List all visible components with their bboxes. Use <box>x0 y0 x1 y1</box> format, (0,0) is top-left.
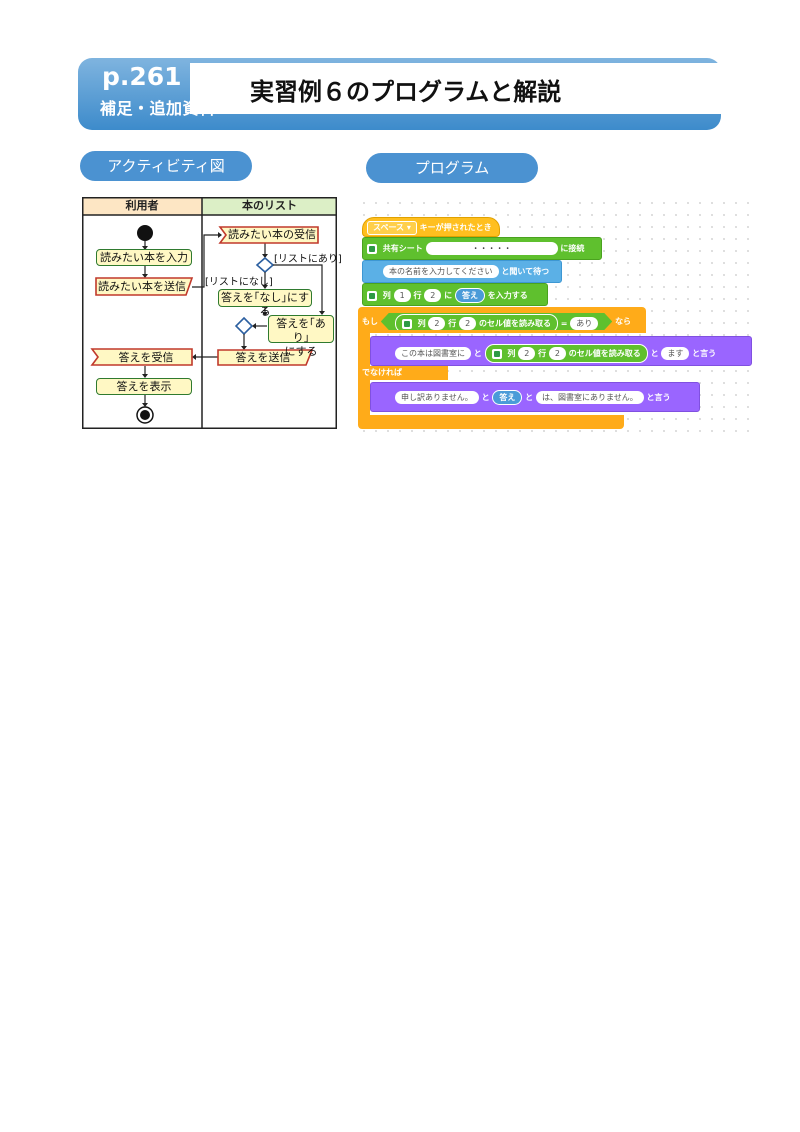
say-no-suffix-input[interactable]: は、図書室にありません。 <box>535 391 644 404</box>
node-receive-answer: 答えを受信 <box>118 351 174 364</box>
else-arm-left <box>358 380 370 416</box>
spreadsheet-icon <box>367 243 377 254</box>
answer-reporter[interactable]: 答え <box>492 390 523 405</box>
set-col-input[interactable]: 1 <box>393 289 411 302</box>
node-input-book: 読みたい本を入力 <box>96 249 192 266</box>
connect-suffix: に接続 <box>560 244 585 253</box>
then-label: なら <box>615 317 632 326</box>
read-col-label: 列 <box>507 349 516 358</box>
if-label: もし <box>362 317 378 326</box>
spreadsheet-icon <box>491 348 502 359</box>
read-suffix: のセル値を読み取る <box>478 319 551 328</box>
connect-label: 共有シート <box>382 244 423 253</box>
activity-diagram-label: アクティビティ図 <box>80 151 252 181</box>
program-area: スペース ▾ キーが押されたとき 共有シート ・・・・・ に接続 本の名前を入力… <box>358 197 758 433</box>
header-banner: p.261 補足・追加資料 実習例６のプログラムと解説 <box>78 58 786 130</box>
read-row-label: 行 <box>538 349 547 358</box>
guard-not-in-list: [リストになし] <box>205 277 273 288</box>
ask-suffix: と聞いて待つ <box>501 267 550 276</box>
if-else-bottom <box>358 415 624 429</box>
set-suffix: を入力する <box>487 291 528 300</box>
equals-sign: = <box>560 319 568 328</box>
say-unavailable-block[interactable]: 申し訳ありません。 と 答え と は、図書室にありません。 と言う <box>370 382 700 412</box>
say-available-block[interactable]: この本は図書室に と 列 2 行 2 のセル値を読み取る と ます と言う <box>370 336 752 366</box>
node-set-yes: 答えを｢あり｣ にする <box>268 315 334 358</box>
say-suffix: と言う <box>692 349 717 358</box>
join-label: と <box>525 393 534 402</box>
sheet-url-input[interactable]: ・・・・・ <box>425 242 558 255</box>
set-col-label: 列 <box>382 291 391 300</box>
join-label: と <box>473 349 482 358</box>
equals-condition[interactable]: 列 2 行 2 のセル値を読み取る = あり <box>381 313 612 330</box>
decision-node <box>255 256 275 274</box>
read-col-label: 列 <box>417 319 426 328</box>
hat-block[interactable]: スペース ▾ キーが押されたとき <box>362 217 500 237</box>
compare-value-input[interactable]: あり <box>570 317 598 330</box>
if-arm-left <box>358 333 370 369</box>
start-node <box>137 225 153 241</box>
page-title: 実習例６のプログラムと解説 <box>250 78 562 106</box>
guard-in-list: [リストにあり] <box>274 254 342 265</box>
key-dropdown[interactable]: スペース ▾ <box>367 221 417 235</box>
read-cell-reporter[interactable]: 列 2 行 2 のセル値を読み取る <box>395 314 558 333</box>
spreadsheet-icon <box>402 319 412 329</box>
ask-question-input[interactable]: 本の名前を入力してください <box>383 265 499 278</box>
read-cell-reporter[interactable]: 列 2 行 2 のセル値を読み取る <box>484 344 648 363</box>
join-label: と <box>650 349 659 358</box>
lane-user: 利用者 <box>125 199 159 212</box>
program-label: プログラム <box>366 153 538 183</box>
set-row-input[interactable]: 2 <box>424 289 442 302</box>
node-send-answer: 答えを送信 <box>235 351 291 364</box>
read-col-input[interactable]: 2 <box>518 347 536 360</box>
spreadsheet-icon <box>367 290 377 301</box>
read-row-label: 行 <box>448 319 457 328</box>
read-row-input[interactable]: 2 <box>548 347 566 360</box>
activity-diagram: 利用者 本のリスト 読みたい本を入力 読みたい本を送信 読みたい本の受信 [リス… <box>82 197 342 429</box>
say-yes-text-input[interactable]: この本は図書室に <box>395 347 471 360</box>
set-row-label: 行 <box>413 291 422 300</box>
if-else-block[interactable]: もし 列 2 行 2 のセル値を読み取る = あり なら <box>358 307 646 333</box>
set-cell-block[interactable]: 列 1 行 2 に 答え を入力する <box>362 283 548 306</box>
page-number: p.261 <box>102 62 182 91</box>
node-set-none: 答えを｢なし｣にする <box>218 289 312 318</box>
say-no-text-input[interactable]: 申し訳ありません。 <box>395 391 479 404</box>
merge-node <box>234 316 254 336</box>
activity-diagram-lines <box>82 197 337 429</box>
ask-and-wait-block[interactable]: 本の名前を入力してください と聞いて待つ <box>362 260 562 283</box>
else-bar: でなければ <box>358 366 448 380</box>
lane-book-list: 本のリスト <box>242 199 297 212</box>
set-mid: に <box>444 291 453 300</box>
read-suffix: のセル値を読み取る <box>568 349 641 358</box>
connect-sheet-block[interactable]: 共有シート ・・・・・ に接続 <box>362 237 602 260</box>
node-receive-book: 読みたい本の受信 <box>228 228 316 241</box>
else-label: でなければ <box>362 368 402 377</box>
answer-reporter[interactable]: 答え <box>454 288 485 303</box>
say-yes-suffix-input[interactable]: ます <box>661 347 690 360</box>
node-send-book: 読みたい本を送信 <box>98 280 186 293</box>
say-suffix: と言う <box>646 393 671 402</box>
read-row-input[interactable]: 2 <box>459 317 476 330</box>
title-panel <box>190 63 786 114</box>
node-show-answer: 答えを表示 <box>96 378 192 395</box>
hat-text: キーが押されたとき <box>419 223 492 232</box>
join-label: と <box>481 393 490 402</box>
read-col-input[interactable]: 2 <box>428 317 445 330</box>
page-subtitle: 補足・追加資料 <box>100 99 216 118</box>
